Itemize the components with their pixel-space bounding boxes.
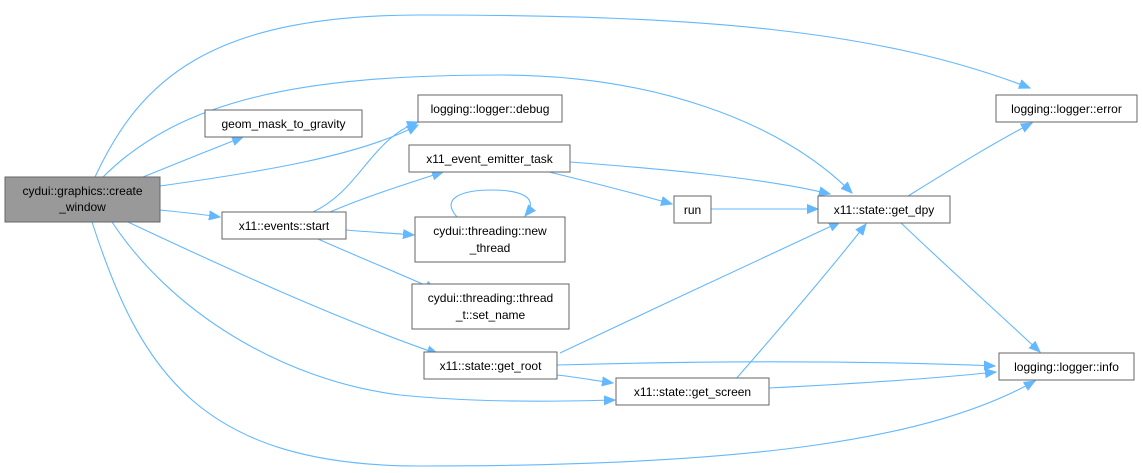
node-label-line-2: _thread (469, 241, 511, 255)
edge-new-thread-self-loop (450, 189, 530, 218)
node-label: x11_event_emitter_task (426, 152, 554, 166)
edge-get-dpy-to-logger-info (899, 221, 1040, 352)
node-label: logging::logger::info (1014, 360, 1119, 374)
node-box (673, 195, 712, 224)
node-x11-state-get-root[interactable]: x11::state::get_root (423, 351, 558, 380)
node-run[interactable]: run (673, 195, 712, 224)
node-box (417, 94, 563, 123)
node-geom-mask-to-gravity[interactable]: geom_mask_to_gravity (204, 109, 363, 138)
edge-create-window-to-logger-error (94, 14, 1030, 178)
node-label: x11::state::get_dpy (834, 203, 935, 217)
edge-events-start-to-event-emitter-task (329, 172, 443, 213)
node-box (423, 351, 558, 380)
node-x11-events-start[interactable]: x11::events::start (221, 211, 347, 240)
node-x11-state-get-screen[interactable]: x11::state::get_screen (615, 377, 770, 406)
edge-events-start-to-logger-debug (312, 122, 418, 213)
node-label-line-2: _t::set_name (455, 308, 526, 322)
node-create-window[interactable]: cydui::graphics::create _window (4, 176, 161, 223)
node-label-line-1: cydui::threading::new (433, 224, 547, 238)
edge-create-window-to-events-start (159, 209, 220, 217)
node-box (221, 211, 347, 240)
node-box (414, 216, 566, 263)
edge-get-screen-to-get-dpy (734, 224, 866, 381)
node-x11-event-emitter-task[interactable]: x11_event_emitter_task (408, 144, 571, 173)
edge-events-start-to-new-thread (345, 230, 414, 235)
node-box (817, 195, 951, 224)
node-label: x11::state::get_screen (634, 385, 751, 399)
node-label: geom_mask_to_gravity (221, 117, 345, 131)
node-logger-debug[interactable]: logging::logger::debug (417, 94, 563, 123)
node-logger-info[interactable]: logging::logger::info (998, 352, 1135, 381)
edge-get-root-to-logger-info (556, 362, 995, 366)
node-box (408, 144, 571, 173)
node-label: x11::state::get_root (440, 359, 543, 373)
node-x11-state-get-dpy[interactable]: x11::state::get_dpy (817, 195, 951, 224)
node-box (995, 94, 1138, 123)
call-edges (91, 14, 1040, 467)
edge-get-screen-to-logger-info (768, 372, 996, 389)
node-threading-new-thread[interactable]: cydui::threading::new _thread (414, 216, 566, 263)
node-label: x11::events::start (239, 219, 330, 233)
edge-get-root-to-get-dpy (559, 222, 840, 354)
node-logger-error[interactable]: logging::logger::error (995, 94, 1138, 123)
edge-create-window-to-geom-mask (142, 137, 243, 178)
node-label: logging::logger::error (1011, 102, 1122, 116)
edge-event-emitter-task-to-run (544, 170, 672, 204)
edge-get-dpy-to-logger-error (907, 123, 1032, 197)
node-threading-set-name[interactable]: cydui::threading::thread _t::set_name (411, 283, 570, 330)
edge-create-window-to-get-dpy (102, 74, 852, 193)
edge-event-emitter-task-to-get-dpy (569, 161, 830, 194)
node-label-line-2: _window (58, 200, 106, 214)
edge-create-window-to-get-screen (111, 221, 615, 401)
node-box (615, 377, 770, 406)
node-box (4, 176, 161, 223)
node-box (411, 283, 570, 330)
node-label: logging::logger::debug (431, 102, 550, 116)
node-box (204, 109, 363, 138)
node-label-line-1: cydui::threading::thread (428, 291, 553, 305)
edge-create-window-to-logger-info (91, 221, 1035, 467)
edge-create-window-to-get-root (127, 221, 438, 354)
edge-get-root-to-get-screen (556, 374, 613, 383)
node-label-line-1: cydui::graphics::create (22, 184, 142, 198)
node-label: run (684, 203, 701, 217)
node-box (998, 352, 1135, 381)
